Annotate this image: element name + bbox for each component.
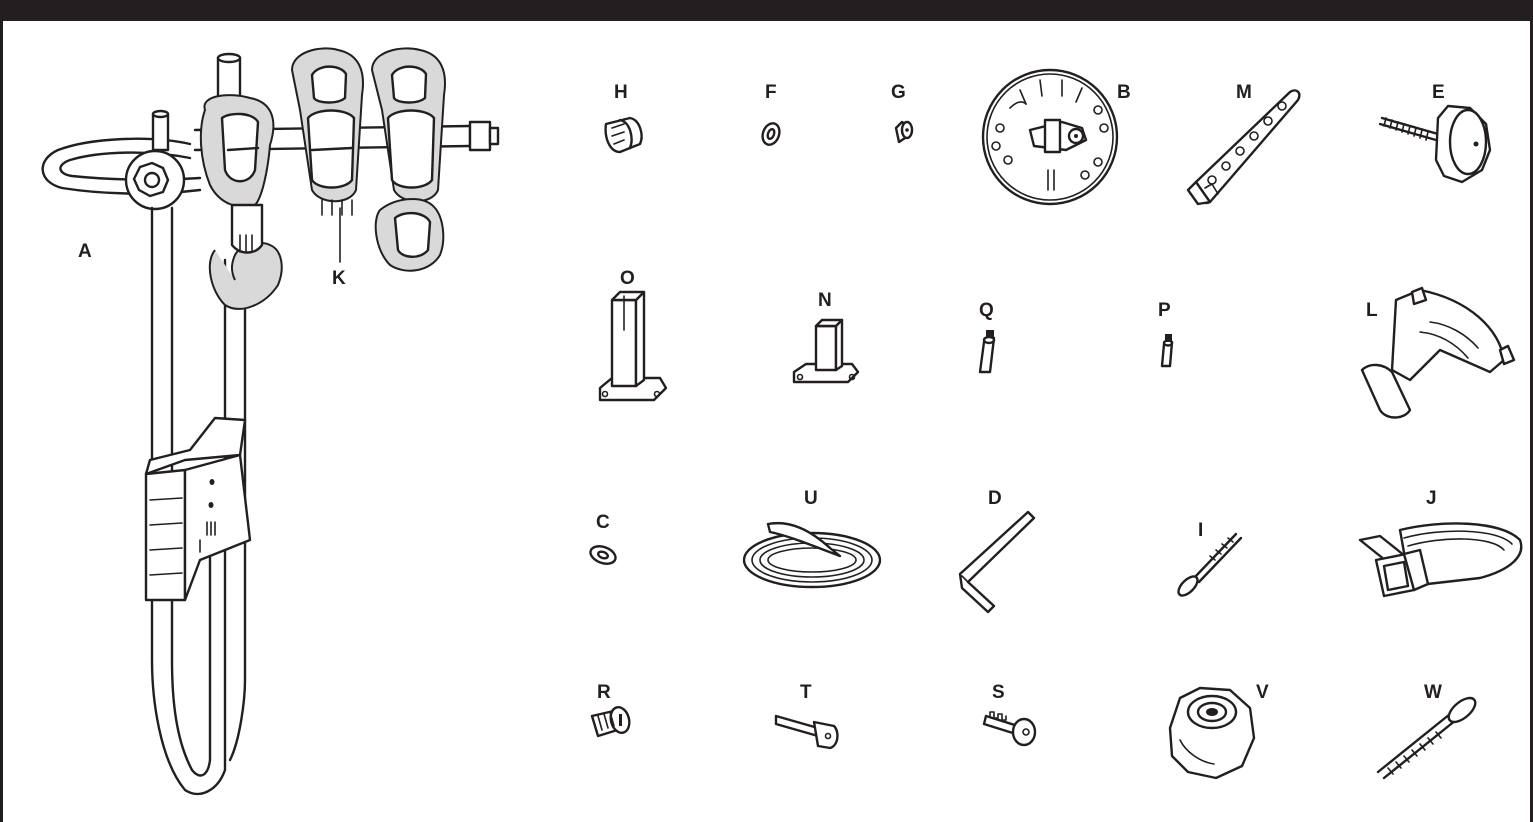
part-label: P: [1158, 300, 1171, 321]
short-spacer-icon: [1162, 334, 1172, 366]
carriage-bolt-icon: [1378, 694, 1479, 778]
part-label: F: [765, 82, 777, 103]
short-mount-post-icon: [794, 320, 858, 382]
part-label: N: [818, 290, 832, 311]
washer-icon: [760, 121, 783, 147]
part-label: A: [78, 241, 92, 262]
part-label: Q: [979, 300, 994, 321]
part-label: M: [1236, 82, 1252, 103]
carriage-bolt-icon: [1175, 534, 1241, 599]
cradle-clamp-icon: [1362, 288, 1514, 418]
control-key-icon: [776, 716, 837, 748]
part-label: E: [1432, 82, 1445, 103]
knob-icon: [1170, 688, 1254, 778]
part-label: K: [332, 268, 346, 289]
ratchet-strap-icon: [1188, 90, 1299, 204]
part-label: H: [614, 82, 628, 103]
part-label: B: [1117, 82, 1131, 103]
part-label: S: [992, 682, 1005, 703]
screw-icon: [896, 122, 912, 142]
end-cap-icon: [606, 118, 642, 152]
key-icon: [984, 712, 1035, 745]
part-label: I: [1198, 520, 1203, 541]
long-spacer-icon: [980, 330, 994, 372]
part-label: C: [596, 512, 610, 533]
hex-key-icon: [960, 512, 1034, 612]
part-label: R: [597, 682, 611, 703]
part-label: G: [891, 82, 906, 103]
part-label: J: [1426, 488, 1437, 509]
part-label: U: [804, 488, 818, 509]
part-label: L: [1366, 300, 1378, 321]
lock-core-icon: [592, 705, 632, 736]
knob-bolt-icon: [1380, 106, 1490, 182]
tall-mount-post-icon: [600, 292, 666, 400]
part-label: D: [988, 488, 1002, 509]
part-label: O: [620, 268, 635, 289]
part-label: V: [1256, 682, 1269, 703]
part-label: T: [800, 682, 812, 703]
coiled-strap-icon: [744, 523, 880, 587]
hub-plate-icon: [983, 70, 1117, 204]
washer-icon: [588, 543, 618, 567]
cam-buckle-strap-icon: [1360, 523, 1521, 596]
part-label: W: [1424, 682, 1442, 703]
